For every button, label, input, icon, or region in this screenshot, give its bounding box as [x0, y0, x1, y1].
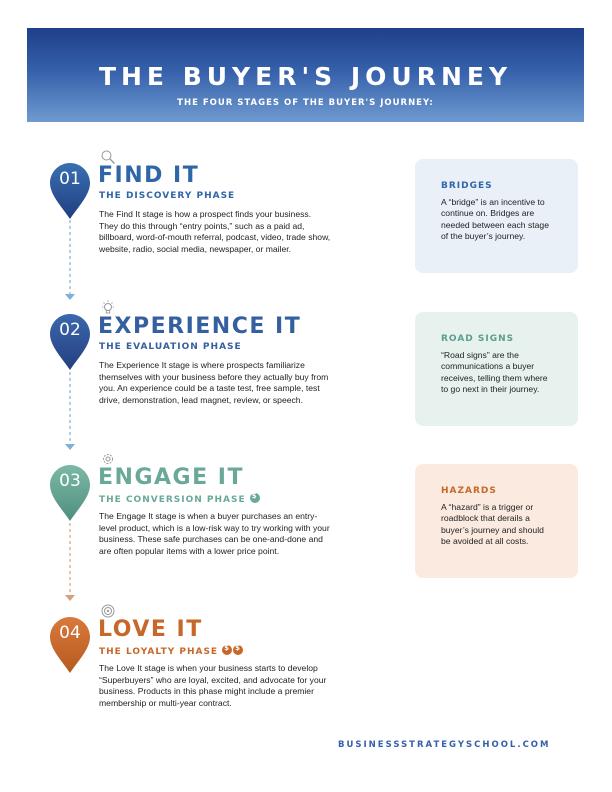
- bridges-box: BRIDGES A “bridge” is an incentive to co…: [415, 159, 578, 273]
- stage-phase: THE DISCOVERY PHASE: [99, 191, 236, 201]
- box-heading: BRIDGES: [441, 181, 493, 191]
- box-text: “Road signs” are the communications a bu…: [441, 350, 548, 395]
- stage-title: EXPERIENCE IT: [98, 314, 302, 339]
- page-subtitle: THE FOUR STAGES OF THE BUYER'S JOURNEY:: [177, 98, 434, 108]
- box-text: A “bridge” is an incentive to continue o…: [441, 197, 549, 242]
- stage-phase: THE LOYALTY PHASE: [99, 644, 244, 657]
- box-heading: HAZARDS: [441, 486, 497, 496]
- connector-3-4: [69, 517, 71, 597]
- gear-icon: [103, 454, 113, 464]
- stage-description: The Engage It stage is when a buyer purc…: [99, 511, 330, 556]
- stage-number: 03: [59, 471, 81, 491]
- hazards-box: HAZARDS A “hazard” is a trigger or roadb…: [415, 464, 578, 578]
- map-pin-icon: 01: [50, 163, 90, 219]
- stage-description: The Find It stage is how a prospect find…: [99, 209, 331, 254]
- box-heading: ROAD SIGNS: [441, 334, 515, 344]
- dollar-coin-icon: [233, 644, 244, 655]
- magnifier-icon: [101, 150, 115, 164]
- target-icon: [101, 604, 115, 618]
- stage-number: 01: [59, 169, 81, 189]
- arrow-down-icon: [65, 294, 75, 300]
- stage-title: ENGAGE IT: [98, 465, 244, 490]
- connector-1-2: [69, 214, 71, 298]
- map-pin-icon: 03: [50, 465, 90, 521]
- header-banner: THE BUYER'S JOURNEY THE FOUR STAGES OF T…: [27, 28, 584, 122]
- stage-title: FIND IT: [98, 163, 200, 188]
- footer-website: BUSINESSSTRATEGYSCHOOL.COM: [338, 740, 551, 750]
- page-title: THE BUYER'S JOURNEY: [98, 62, 513, 91]
- map-pin-icon: 02: [50, 314, 90, 370]
- arrow-down-icon: [65, 595, 75, 601]
- stage-number: 02: [59, 320, 81, 340]
- stage-phase-label: THE LOYALTY PHASE: [99, 647, 219, 657]
- box-text: A “hazard” is a trigger or roadblock tha…: [441, 502, 544, 547]
- stage-title: LOVE IT: [98, 617, 203, 642]
- dollar-coin-icon: [249, 492, 260, 503]
- stage-phase: THE CONVERSION PHASE: [99, 492, 260, 505]
- map-pin-icon: 04: [50, 617, 90, 673]
- stage-description: The Experience It stage is where prospec…: [99, 360, 329, 405]
- connector-2-3: [69, 366, 71, 446]
- stage-phase-label: THE CONVERSION PHASE: [99, 495, 246, 505]
- lightbulb-icon: [102, 300, 114, 314]
- arrow-down-icon: [65, 444, 75, 450]
- stage-description: The Love It stage is when your business …: [99, 663, 327, 708]
- dollar-coin-icon: [222, 644, 233, 655]
- road-signs-box: ROAD SIGNS “Road signs” are the communic…: [415, 312, 578, 426]
- stage-number: 04: [59, 623, 81, 643]
- stage-phase: THE EVALUATION PHASE: [99, 342, 242, 352]
